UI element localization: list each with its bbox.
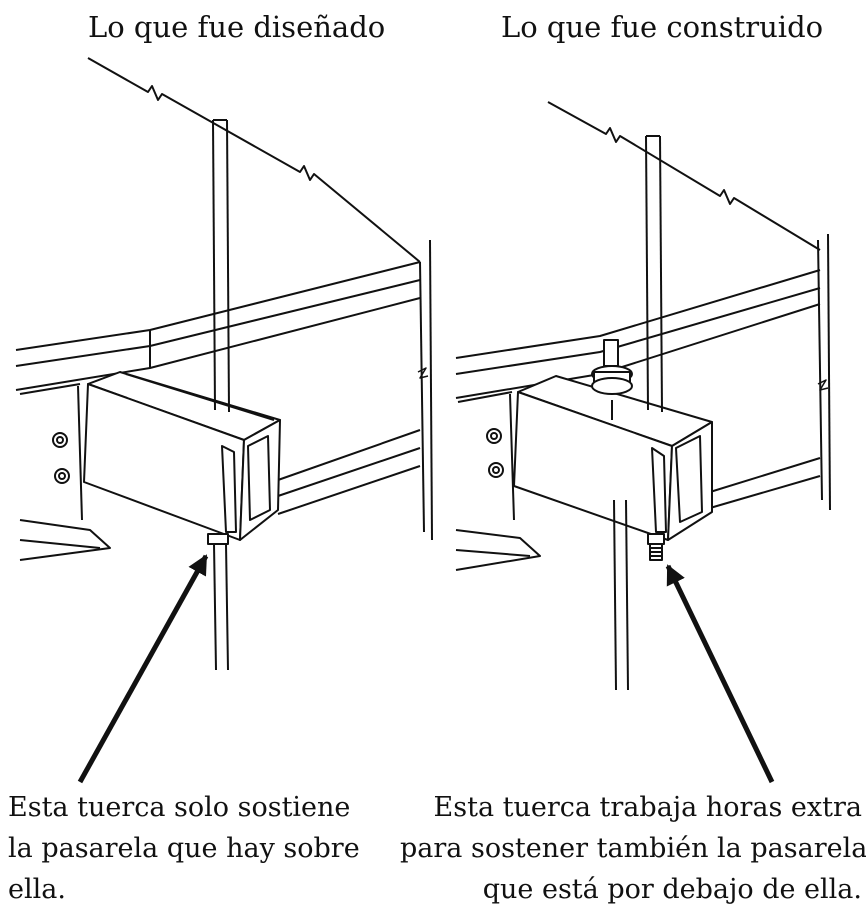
- ceiling-break-line: [87, 57, 421, 263]
- caption-line: que está por debajo de ella.: [482, 874, 862, 905]
- ceiling-break-line: [547, 101, 821, 251]
- bolt: [488, 462, 504, 478]
- bolt: [52, 432, 68, 448]
- panel-title-built: Lo que fue construido: [501, 10, 824, 44]
- panel-title-designed: Lo que fue diseñado: [88, 10, 386, 44]
- designed-connection-drawing: [15, 57, 433, 784]
- pointer-arrow: [77, 554, 209, 784]
- lower-beam: [277, 429, 421, 481]
- support-nut: [207, 533, 229, 545]
- hanger-rod: [645, 135, 649, 411]
- bolt: [486, 428, 502, 444]
- caption-designed: Esta tuerca solo sostiene la pasarela qu…: [8, 787, 368, 910]
- caption-line: ella.: [8, 874, 66, 905]
- caption-line: Esta tuerca solo sostiene: [8, 792, 351, 823]
- caption-line: Esta tuerca trabaja horas extra: [433, 792, 862, 823]
- caption-built: Esta tuerca trabaja horas extra para sos…: [400, 787, 866, 910]
- pointer-arrow: [665, 564, 775, 784]
- hanger-rod: [212, 119, 216, 411]
- upper-beam: [15, 261, 421, 351]
- support-nut: [647, 533, 665, 545]
- built-connection-drawing: [455, 101, 831, 784]
- caption-line: la pasarela que hay sobre: [8, 833, 360, 864]
- upper-beam: [455, 269, 821, 359]
- bolt: [54, 468, 70, 484]
- caption-line: para sostener también la pasarela: [400, 833, 866, 864]
- lower-beam: [709, 457, 821, 493]
